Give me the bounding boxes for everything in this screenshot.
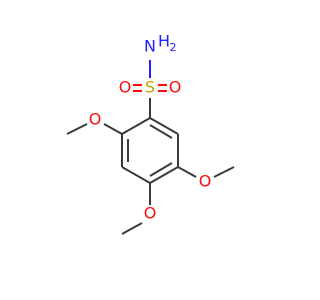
oxygen-atom-label-methoxy-c5: O (199, 172, 212, 191)
bond-o-ch3-c2 (66, 123, 88, 135)
bond-o-ch3-c5 (213, 166, 235, 178)
ring-bond-c6-c1-inner (149, 124, 173, 139)
oxygen-atom-label-methoxy-c4: O (144, 204, 157, 223)
ring-bond-c6-c1 (149, 117, 179, 135)
oxygen-atom-label-methoxy-c2: O (89, 110, 102, 129)
nitrogen-atom-label: N (144, 37, 156, 56)
ring-bond-c4-c5-inner (149, 162, 173, 177)
bond-c5-o (177, 166, 197, 178)
oxygen-atom-label-sulfonyl-right: O (169, 78, 182, 97)
hydrogen-atom-label: H (158, 32, 170, 51)
methoxy-group-c2: O (66, 110, 123, 135)
molecule-structure: S O O N H 2 O O O (66, 32, 235, 235)
sulfonamide-group: S O O N H 2 (119, 32, 182, 118)
oxygen-atom-label-sulfonyl-left: O (119, 78, 132, 97)
methoxy-group-c4: O (121, 183, 157, 235)
bond-o-ch3-c4 (121, 222, 143, 235)
ring-bond-c4-c5 (149, 166, 179, 184)
methoxy-group-c5: O (177, 166, 235, 191)
ring-bond-c1-c2 (121, 117, 151, 135)
sulfur-atom-label: S (145, 78, 155, 97)
hydrogen-count-subscript: 2 (170, 41, 177, 54)
bond-c2-o (103, 123, 123, 135)
benzene-ring (121, 117, 179, 184)
ring-bond-c3-c4 (121, 166, 151, 184)
